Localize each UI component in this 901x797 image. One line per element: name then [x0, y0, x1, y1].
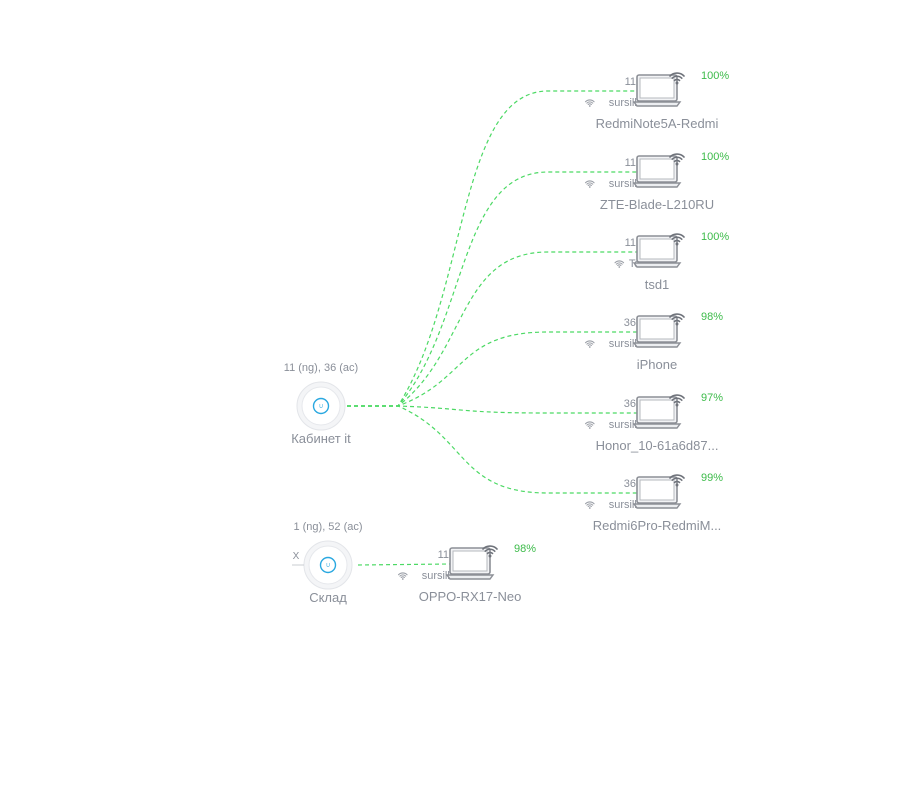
wifi-small-icon: [614, 260, 625, 268]
uplink-marker-label: X: [293, 551, 300, 562]
signal-strength: 100%: [701, 231, 729, 243]
connection-line: [347, 171, 637, 407]
client-name: Redmi6Pro-RedmiM...: [593, 518, 722, 533]
laptop-wifi-icon[interactable]: [632, 313, 685, 348]
ap-name: Кабинет it: [291, 431, 351, 446]
connection-line: [347, 331, 637, 407]
wifi-small-icon: [584, 99, 595, 107]
ap-logo: U: [319, 404, 323, 410]
laptop-wifi-icon[interactable]: [445, 545, 498, 580]
wifi-small-icon: [584, 340, 595, 348]
client-channel: 11: [625, 237, 636, 249]
connection-line: [347, 251, 637, 407]
ap-channels-label: 1 (ng), 52 (ac): [293, 521, 362, 533]
ap-logo: U: [326, 563, 330, 569]
laptop-wifi-icon[interactable]: [632, 72, 685, 107]
signal-strength: 100%: [701, 151, 729, 163]
client-channel: 11: [625, 76, 636, 88]
signal-strength: 97%: [701, 392, 723, 404]
access-points-layer: 11 (ng), 36 (ac) U Кабинет it 1 (ng), 52 (a…: [284, 362, 363, 605]
wifi-small-icon: [584, 421, 595, 429]
connection-line: [347, 90, 637, 407]
clients-layer: 11sursilka100%RedmiNote5A-Redmi11sursilk…: [397, 70, 730, 604]
connection-line: [357, 563, 451, 566]
client-name: OPPO-RX17-Neo: [419, 589, 522, 604]
connection-line: [347, 405, 637, 494]
access-point-1[interactable]: 11 (ng), 36 (ac) U Кабинет it: [284, 362, 358, 446]
signal-strength: 98%: [701, 311, 723, 323]
laptop-wifi-icon[interactable]: [632, 153, 685, 188]
laptop-wifi-icon[interactable]: [632, 233, 685, 268]
client-name: tsd1: [645, 277, 670, 292]
access-point-icon[interactable]: U: [303, 540, 353, 590]
access-point-2[interactable]: 1 (ng), 52 (ac) U Склад X: [292, 521, 363, 605]
client-name: RedmiNote5A-Redmi: [596, 116, 719, 131]
ap-name: Склад: [309, 590, 347, 605]
client-name: Honor_10-61a6d87...: [596, 438, 719, 453]
client-channel: 11: [625, 157, 636, 169]
links-layer: [347, 90, 637, 566]
client-channel: 36: [624, 317, 636, 329]
client-device[interactable]: 11Tsd100%tsd1: [614, 231, 729, 292]
client-channel: 36: [624, 478, 636, 490]
access-point-icon[interactable]: U: [296, 381, 346, 431]
signal-strength: 98%: [514, 543, 536, 555]
laptop-wifi-icon[interactable]: [632, 394, 685, 429]
client-channel: 11: [438, 549, 449, 561]
signal-strength: 100%: [701, 70, 729, 82]
uplink-disconnected-marker: X: [292, 551, 304, 566]
wifi-small-icon: [397, 572, 408, 580]
wifi-small-icon: [584, 501, 595, 509]
client-name: iPhone: [637, 357, 677, 372]
client-device[interactable]: 36sursilka99%Redmi6Pro-RedmiM...: [584, 472, 724, 533]
wifi-small-icon: [584, 180, 595, 188]
laptop-wifi-icon[interactable]: [632, 474, 685, 509]
ap-channels-label: 11 (ng), 36 (ac): [284, 362, 358, 374]
signal-strength: 99%: [701, 472, 723, 484]
client-device[interactable]: 36sursilka97%Honor_10-61a6d87...: [584, 392, 724, 453]
client-channel: 36: [624, 398, 636, 410]
client-name: ZTE-Blade-L210RU: [600, 197, 714, 212]
connection-line: [347, 405, 637, 414]
